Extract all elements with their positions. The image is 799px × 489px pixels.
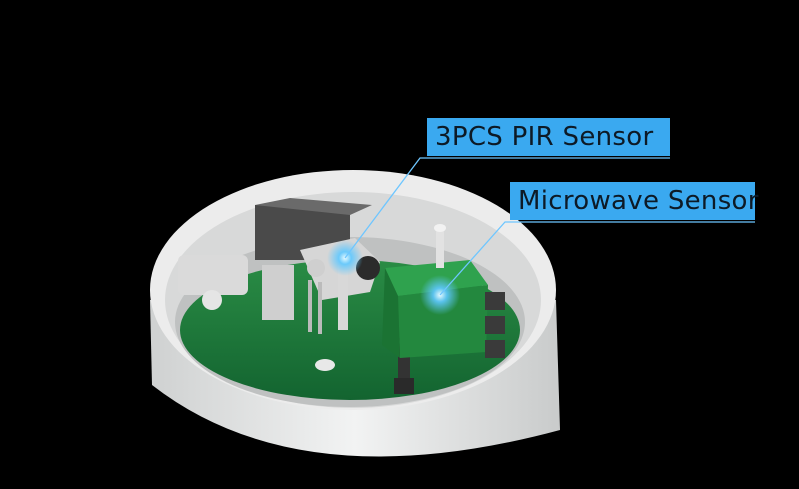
microwave-module [382, 224, 488, 358]
terminal-blocks [485, 292, 505, 358]
pir-sensor-cluster [300, 238, 380, 334]
callout-lines [344, 157, 755, 296]
microwave-sensor-label: Microwave Sensor [518, 186, 759, 216]
pir-sensor-callout: 3PCS PIR Sensor [427, 118, 661, 156]
microwave-callout-box [510, 182, 755, 220]
pir-callout-box [427, 118, 670, 156]
pir-sensor-label: 3PCS PIR Sensor [435, 122, 654, 152]
microwave-sensor-callout: Microwave Sensor [510, 182, 767, 220]
